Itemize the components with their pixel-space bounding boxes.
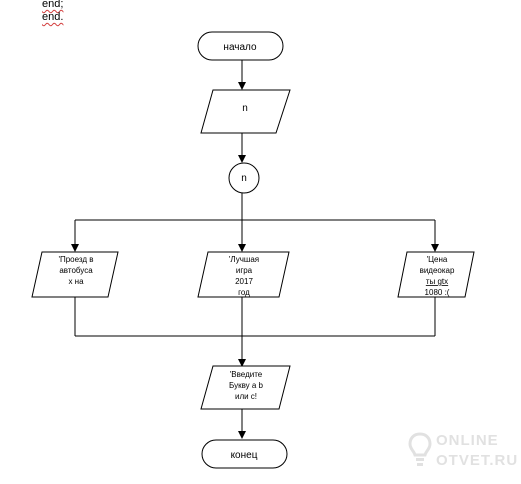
- end-node: конец: [201, 439, 288, 469]
- prompt-line-3: или c!: [235, 392, 257, 401]
- watermark-line-2: OTVET.RU: [436, 452, 519, 469]
- input-label: n: [242, 103, 248, 114]
- code-line-1: end;: [42, 0, 64, 10]
- case1-line-2: автобуса: [59, 266, 93, 275]
- case3-line-4: 1080 :(: [425, 288, 450, 297]
- case2-line-2: игра: [236, 266, 253, 275]
- case1-line-3: х на: [68, 277, 84, 286]
- prompt-node: 'Введите Букву а b или c!: [200, 365, 291, 410]
- watermark-line-1: ONLINE: [436, 432, 499, 449]
- case1-parallelogram-shape: [31, 251, 119, 298]
- watermark: ONLINE OTVET.RU: [408, 430, 518, 474]
- start-node: начало: [197, 31, 284, 61]
- case3-parallelogram-shape: [397, 251, 475, 298]
- flow-lines: [71, 60, 439, 439]
- connector-node: n: [228, 162, 260, 194]
- case2-line-3: 2017: [235, 277, 253, 286]
- case3-line-2: видеокар: [420, 266, 455, 275]
- case1-line-1: 'Проезд в: [58, 255, 93, 264]
- prompt-parallelogram-shape: [200, 365, 291, 410]
- case3-line-1: 'Цена: [427, 255, 448, 264]
- code-line-2: end.: [42, 11, 64, 23]
- start-label: начало: [223, 42, 257, 53]
- prompt-line-2: Букву а b: [229, 381, 264, 390]
- lightbulb-icon: [408, 432, 432, 466]
- prompt-line-1: 'Введите: [230, 370, 263, 379]
- connector-label: n: [241, 173, 247, 184]
- case3-line-3: ты gtx: [426, 277, 448, 286]
- case-node-1: 'Проезд в автобуса х на: [31, 251, 119, 298]
- connector-circle-shape: [228, 162, 260, 194]
- start-terminator-shape: [197, 31, 284, 61]
- case-node-2: 'Лучшая игра 2017 год: [197, 251, 290, 298]
- end-terminator-shape: [201, 439, 288, 469]
- end-label: конец: [231, 450, 258, 461]
- case2-line-4: год: [238, 288, 250, 297]
- case2-line-1: 'Лучшая: [229, 255, 259, 264]
- case2-parallelogram-shape: [197, 251, 290, 298]
- input-node: n: [200, 89, 291, 134]
- case-node-3: 'Цена видеокар ты gtx 1080 :(: [397, 251, 475, 298]
- input-parallelogram-shape: [200, 89, 291, 134]
